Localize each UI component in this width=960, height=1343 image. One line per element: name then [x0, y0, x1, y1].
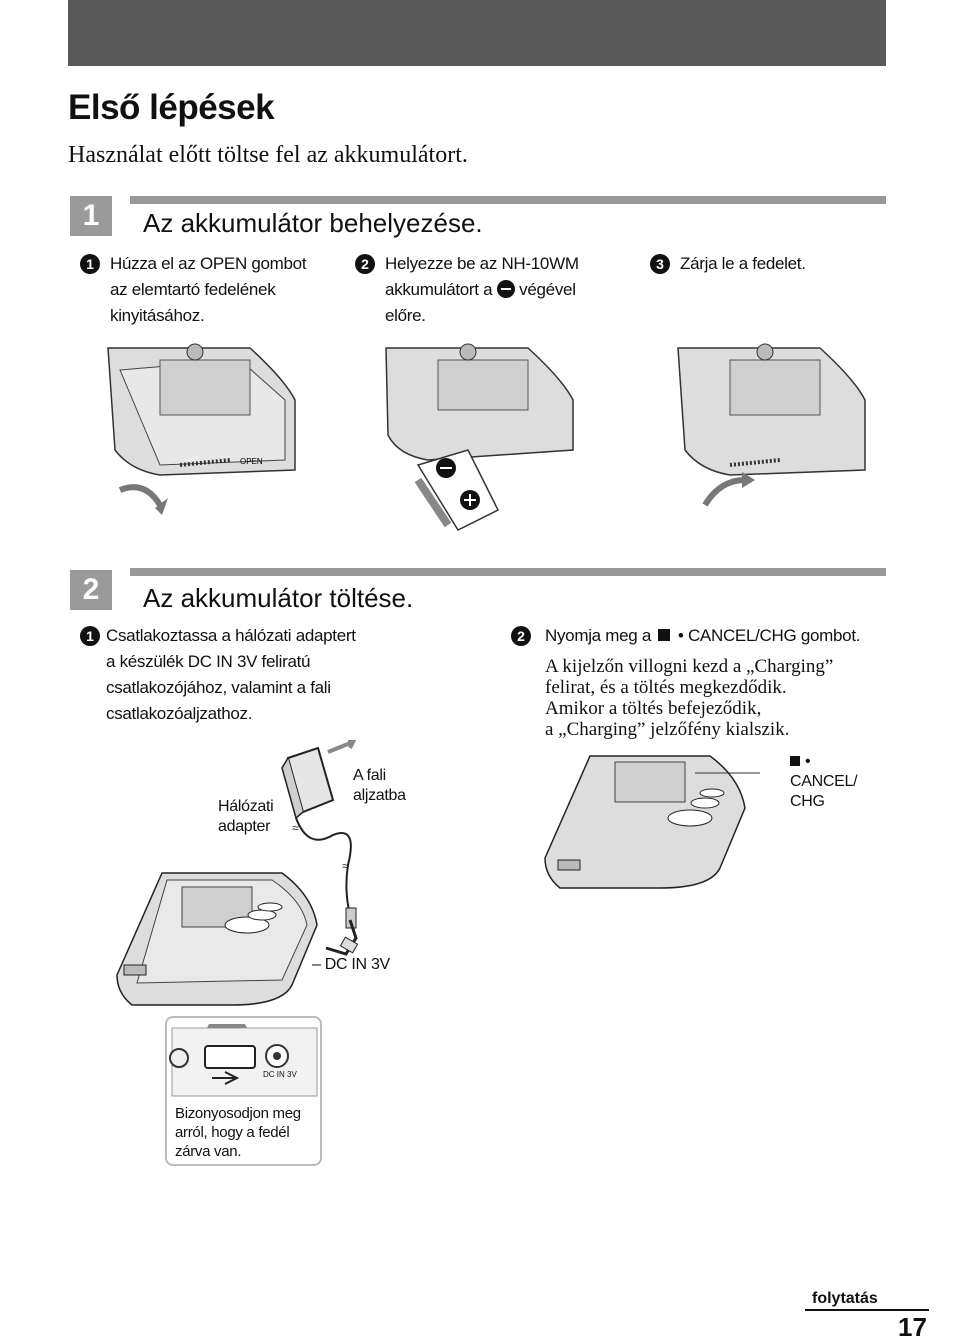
closed-note-line: zárva van. — [175, 1143, 242, 1160]
dc-plug-icon — [325, 919, 359, 956]
page-subtitle: Használat előtt töltse fel az akkumuláto… — [68, 142, 468, 168]
footer-rule — [805, 1309, 929, 1311]
adapter-label-line: adapter — [218, 818, 271, 835]
step-1-2-number: 2 — [355, 254, 375, 274]
step-1-2-text: Helyezze be az NH-10WM akkumulátort a vé… — [385, 251, 645, 329]
adapter-label: Hálózati adapter — [218, 797, 274, 837]
step-1-1-line: kinyitásához. — [110, 306, 205, 325]
inset-dcin-label: DC IN 3V — [263, 1070, 297, 1079]
dcin-label: – DC IN 3V — [312, 956, 390, 973]
wall-label-line: A fali — [353, 767, 386, 784]
inset-lid-closed: DC IN 3V Bizonyosodjon meg arról, hogy a… — [165, 1016, 322, 1166]
cancel-label-line: CANCEL/ — [790, 773, 858, 790]
step-1-1-number: 1 — [80, 254, 100, 274]
step-2-1-line: a készülék DC IN 3V feliratú — [106, 652, 311, 671]
page-number: 17 — [898, 1312, 927, 1342]
step-2-2-line: felirat, és a töltés megkezdődik. — [545, 677, 787, 698]
svg-text:≈: ≈ — [292, 821, 299, 835]
step-1-2-line: akkumulátort a — [385, 280, 493, 299]
header-bar — [68, 0, 886, 66]
step-2-2-heading: Nyomja meg a • CANCEL/CHG gombot. — [545, 623, 905, 649]
minidisc-device-illustration — [116, 872, 318, 1006]
page-title: Első lépések — [68, 88, 275, 127]
step-1-3-text: Zárja le a fedelet. — [680, 254, 806, 273]
step-2-2-heading-b: • CANCEL/CHG gombot. — [677, 626, 861, 645]
step-2-1-line: Csatlakoztassa a hálózati adaptert — [106, 626, 356, 645]
stop-square-icon — [790, 756, 800, 766]
close-lid-illustration — [677, 343, 866, 507]
stop-square-icon — [658, 629, 671, 641]
step-1-1-line: az elemtartó fedelének — [110, 280, 276, 299]
cancel-label-line: CHG — [790, 793, 825, 810]
open-lid-illustration: OPEN — [107, 343, 296, 515]
step-2-1-line: csatlakozójához, valamint a fali — [106, 678, 331, 697]
cancel-bullet: • — [805, 753, 811, 770]
adapter-illustration: ≈ ≈ — [281, 740, 357, 929]
section-2-rule — [130, 568, 886, 576]
wall-label-line: aljzatba — [353, 787, 406, 804]
step-2-1-text: Csatlakoztassa a hálózati adaptert a kés… — [106, 623, 406, 727]
section-1-number: 1 — [70, 196, 112, 236]
step-1-2-line: előre. — [385, 306, 426, 325]
step-2-1-line: csatlakozóaljzathoz. — [106, 704, 253, 723]
step-2-2-line: A kijelzőn villogni kezd a „Charging” — [545, 656, 834, 677]
step-2-2-heading-a: Nyomja meg a — [545, 626, 651, 645]
closed-note: Bizonyosodjon meg arról, hogy a fedél zá… — [175, 1104, 301, 1161]
inset-connector-illustration — [169, 1024, 318, 1097]
wall-outlet-label: A fali aljzatba — [353, 766, 406, 806]
adapter-label-line: Hálózati — [218, 798, 274, 815]
closed-note-line: arról, hogy a fedél — [175, 1124, 290, 1141]
open-label: OPEN — [240, 457, 263, 466]
section-1-rule — [130, 196, 886, 204]
minus-terminal-icon — [496, 280, 515, 298]
step-1-3-number: 3 — [650, 254, 670, 274]
section-2-number: 2 — [70, 570, 112, 610]
section-2-heading: Az akkumulátor töltése. — [143, 583, 414, 613]
step-2-2-line: a „Charging” jelzőfény kialszik. — [545, 719, 790, 740]
step-1-2-line: Helyezze be az NH-10WM — [385, 254, 579, 273]
step-1-1-text: Húzza el az OPEN gombot az elemtartó fed… — [110, 251, 350, 329]
svg-text:≈: ≈ — [342, 859, 349, 873]
minidisc-device-cancel-illustration — [544, 755, 760, 889]
step-1-1-line: Húzza el az OPEN gombot — [110, 254, 307, 273]
closed-note-line: Bizonyosodjon meg — [175, 1105, 301, 1122]
continued-label: folytatás — [812, 1290, 878, 1307]
step-2-2-number: 2 — [511, 626, 531, 646]
step-1-2-line: végével — [519, 280, 576, 299]
cancel-chg-label: • CANCEL/ CHG — [790, 752, 858, 812]
insert-battery-illustration — [385, 343, 574, 531]
step-2-2-body: A kijelzőn villogni kezd a „Charging” fe… — [545, 656, 905, 740]
step-2-2-line: Amikor a töltés befejeződik, — [545, 698, 762, 719]
step-2-1-number: 1 — [80, 626, 100, 646]
section-1-heading: Az akkumulátor behelyezése. — [143, 208, 483, 238]
